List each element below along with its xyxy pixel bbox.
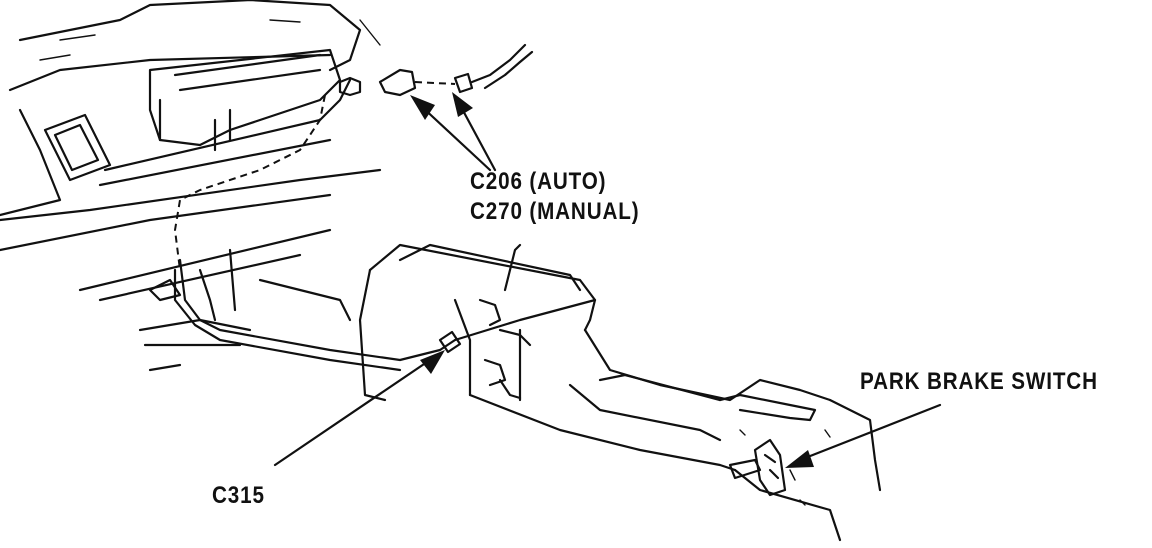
instrument-panel bbox=[0, 0, 382, 302]
connector-c315 bbox=[438, 298, 597, 354]
park-brake-switch-part bbox=[728, 429, 831, 506]
connector-c206-c270 bbox=[338, 43, 534, 97]
floor-and-harness bbox=[138, 94, 457, 372]
center-console bbox=[358, 243, 882, 542]
label-c206-auto: C206 (AUTO) bbox=[470, 168, 607, 195]
label-c270-manual: C270 (MANUAL) bbox=[470, 198, 640, 225]
callout-arrows bbox=[273, 92, 942, 468]
label-c315: C315 bbox=[212, 482, 265, 509]
label-park-brake-switch: PARK BRAKE SWITCH bbox=[860, 368, 1098, 395]
